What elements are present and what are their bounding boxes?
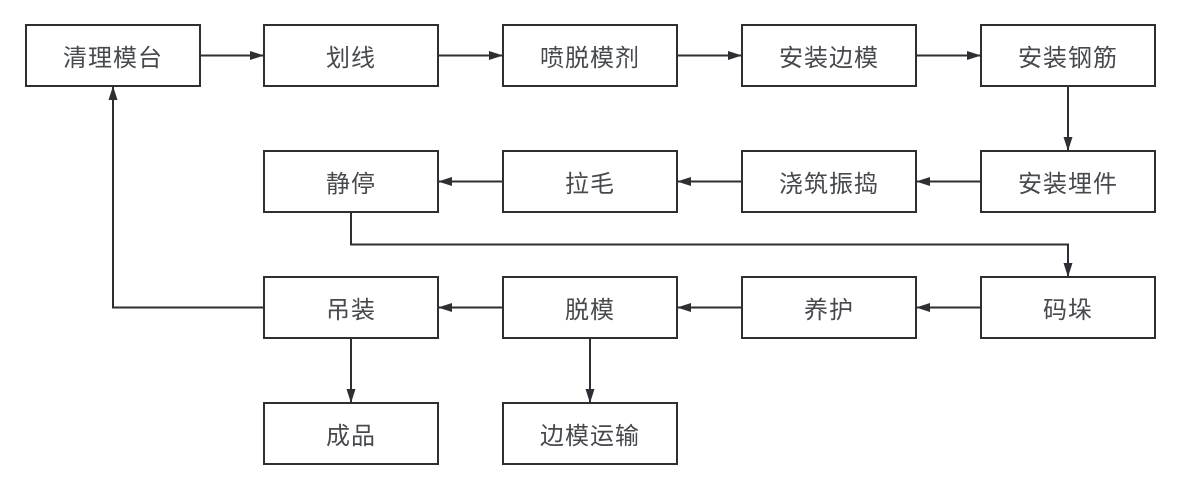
node-label: 拉毛 [565,171,615,198]
edge-resting-to-stacking [350,213,1073,277]
node-label: 安装钢筋 [1018,45,1118,72]
node-label: 成品 [326,423,376,450]
node-label: 清理模台 [63,45,163,72]
node-label: 养护 [804,297,854,324]
node-label: 脱模 [565,297,615,324]
node-label: 划线 [326,45,376,72]
node-curing: 养护 [741,276,917,339]
node-resting: 静停 [263,150,439,213]
node-spray-release-agent: 喷脱模剂 [502,24,678,87]
node-install-side-molds: 安装边模 [741,24,917,87]
node-label: 边模运输 [540,423,640,450]
node-label: 吊装 [326,297,376,324]
node-label: 码垛 [1043,297,1093,324]
node-label: 安装埋件 [1018,171,1118,198]
node-finished-product: 成品 [263,402,439,465]
node-side-mold-transport: 边模运输 [502,402,678,465]
node-hoisting: 吊装 [263,276,439,339]
node-label: 浇筑振捣 [779,171,879,198]
node-install-rebar: 安装钢筋 [980,24,1156,87]
edge-hoisting-to-clean-mold-platform [108,86,263,309]
node-stacking: 码垛 [980,276,1156,339]
node-demolding: 脱模 [502,276,678,339]
node-roughening: 拉毛 [502,150,678,213]
node-label: 喷脱模剂 [540,45,640,72]
node-line-marking: 划线 [263,24,439,87]
node-label: 安装边模 [779,45,879,72]
node-clean-mold-platform: 清理模台 [25,24,201,87]
node-label: 静停 [326,171,376,198]
node-install-embedded-parts: 安装埋件 [980,150,1156,213]
node-pour-and-vibrate: 浇筑振捣 [741,150,917,213]
